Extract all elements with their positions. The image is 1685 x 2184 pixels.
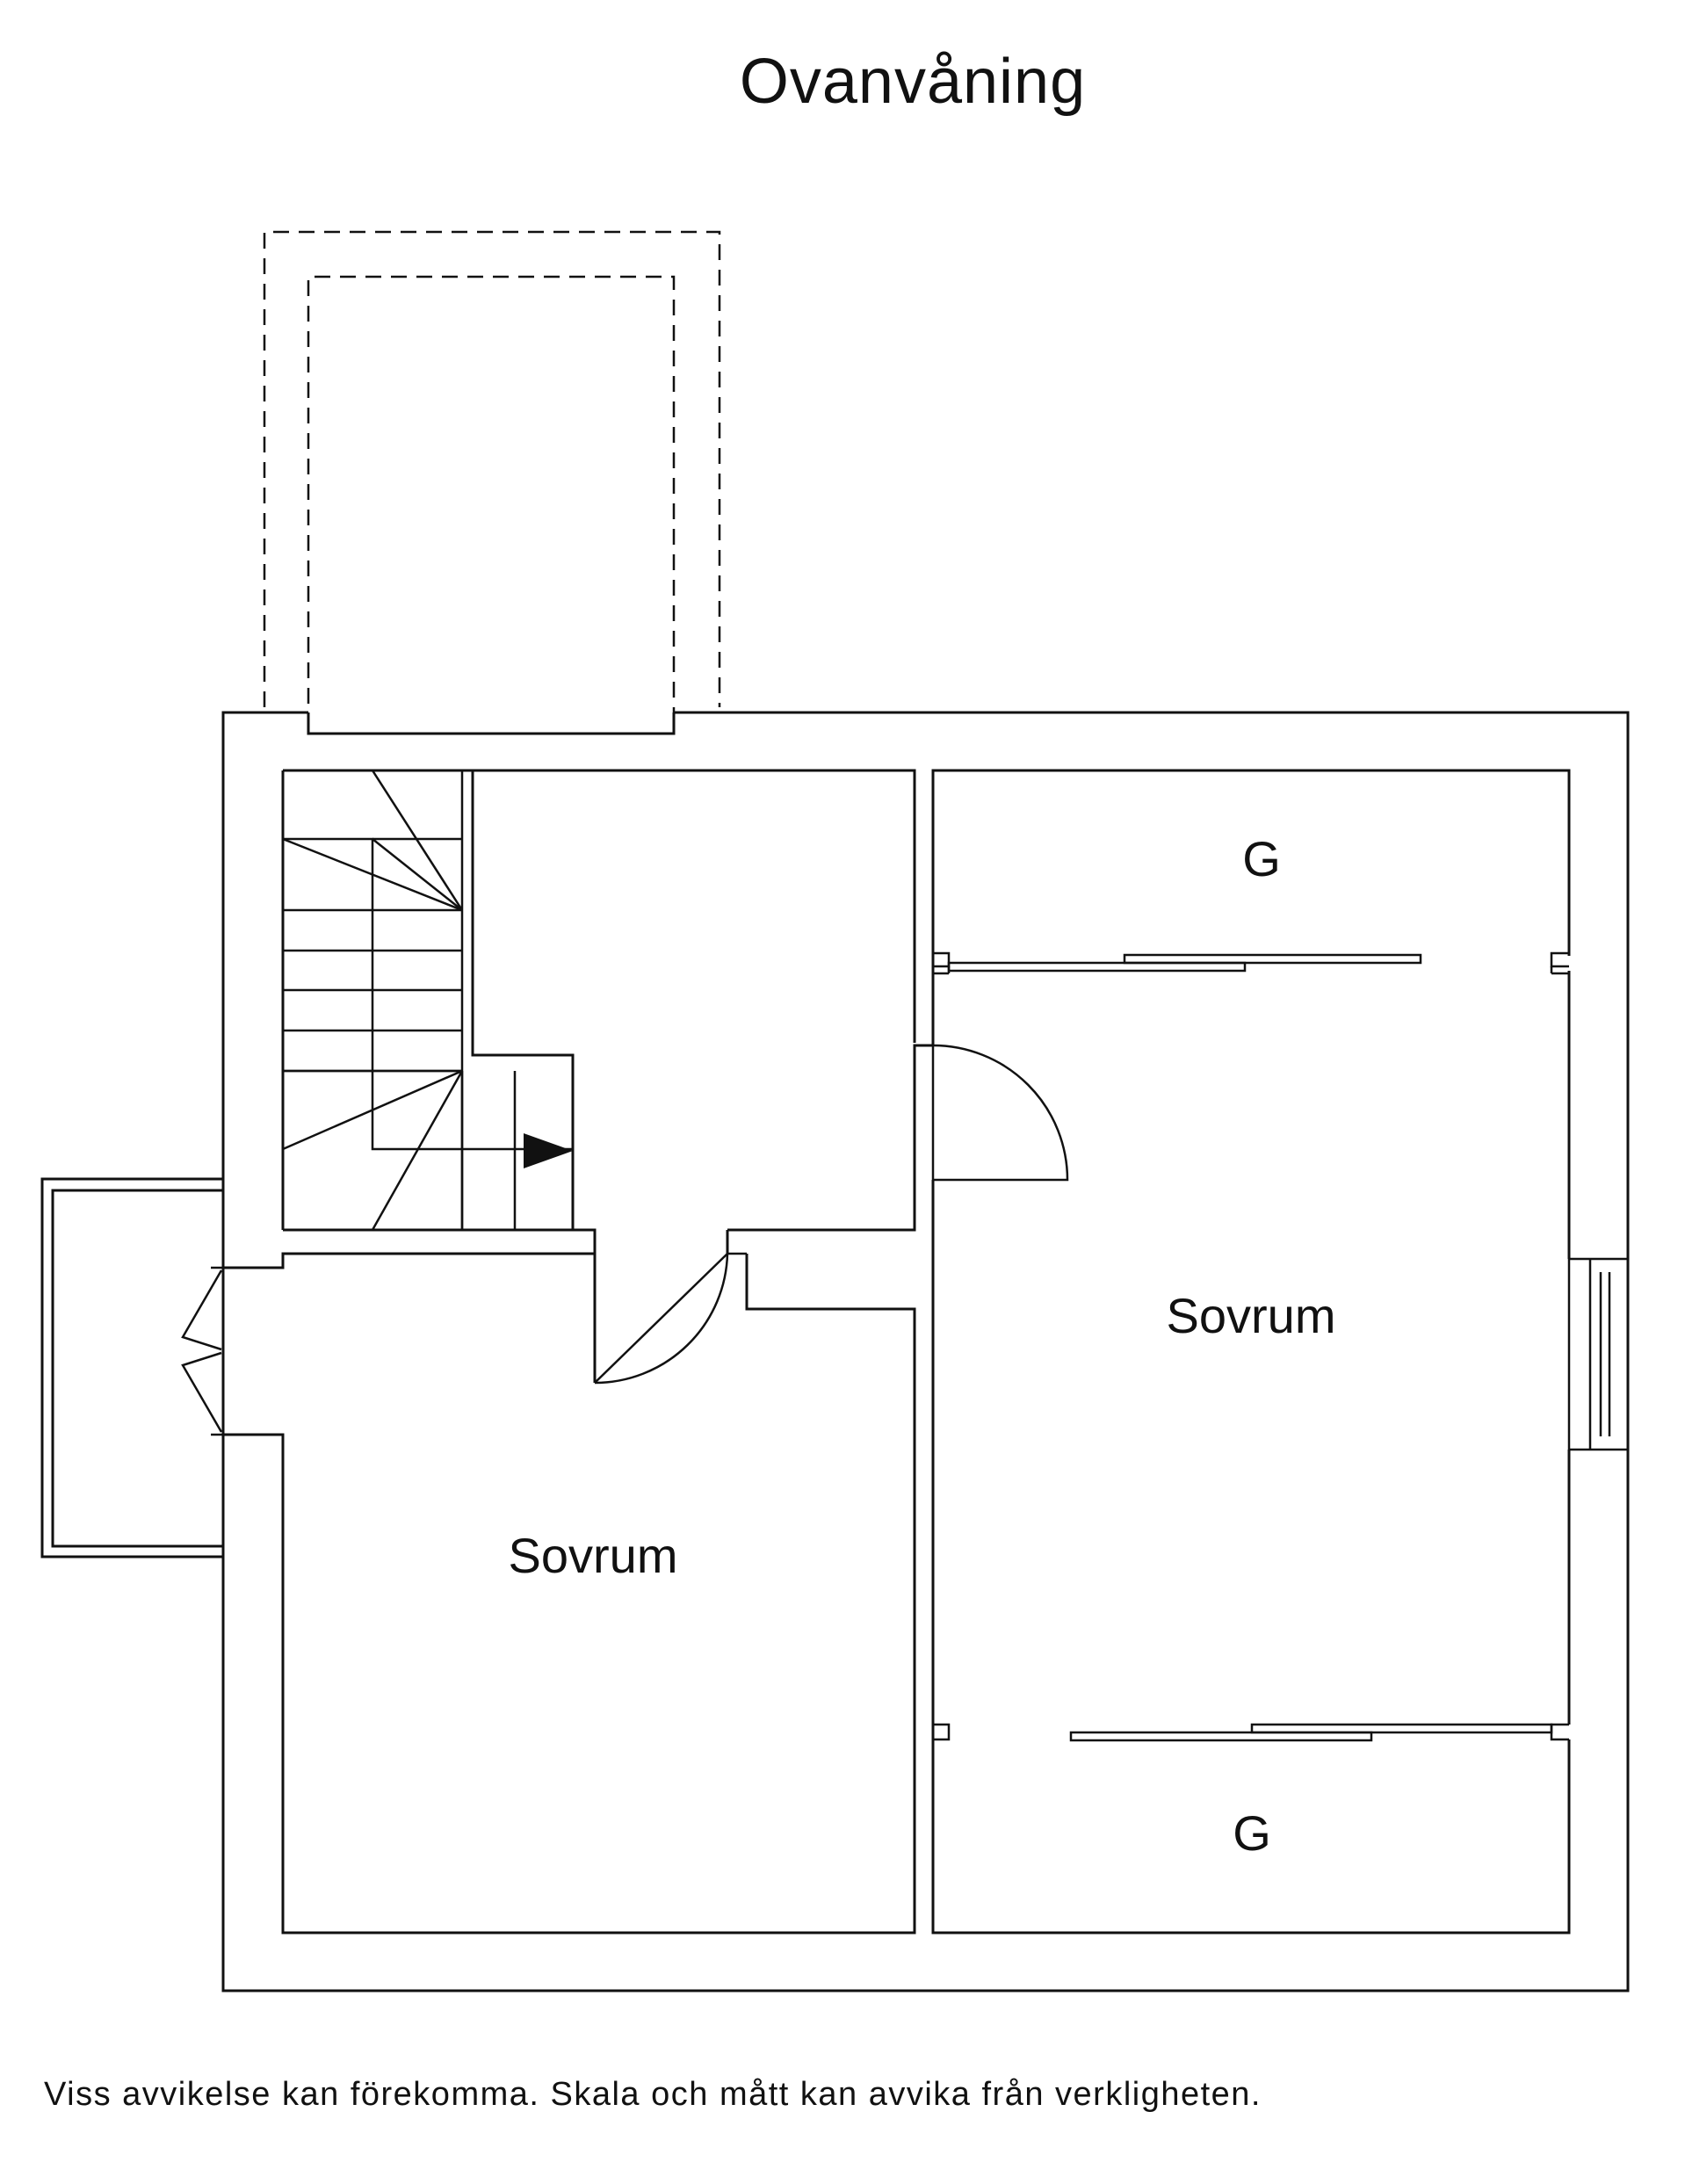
balcony-door [181, 1266, 223, 1436]
floor-title: Ovanvåning [740, 47, 1086, 117]
sliding-door-bottom [1069, 1723, 1553, 1742]
stair-direction-arrow-icon [524, 1133, 573, 1168]
dashed-projection [263, 230, 721, 729]
disclaimer-text: Viss avvikelse kan förekomma. Skala och … [44, 2076, 1262, 2113]
right-rooms-walls [931, 769, 1630, 1935]
balcony [40, 1177, 223, 1558]
sliding-door-top [947, 953, 1422, 973]
staircase [282, 770, 573, 1231]
door-right-bedroom [913, 1044, 1069, 1182]
outer-walls [221, 711, 1630, 1992]
room-label-closet-top: G [1242, 831, 1281, 886]
room-label-bedroom-right: Sovrum [1167, 1288, 1336, 1343]
stair-hall-walls [281, 769, 916, 1383]
door-left-bedroom [594, 1252, 747, 1385]
left-bedroom-walls [223, 1252, 916, 1935]
room-label-closet-bottom: G [1233, 1805, 1271, 1861]
room-label-bedroom-left: Sovrum [509, 1528, 678, 1583]
